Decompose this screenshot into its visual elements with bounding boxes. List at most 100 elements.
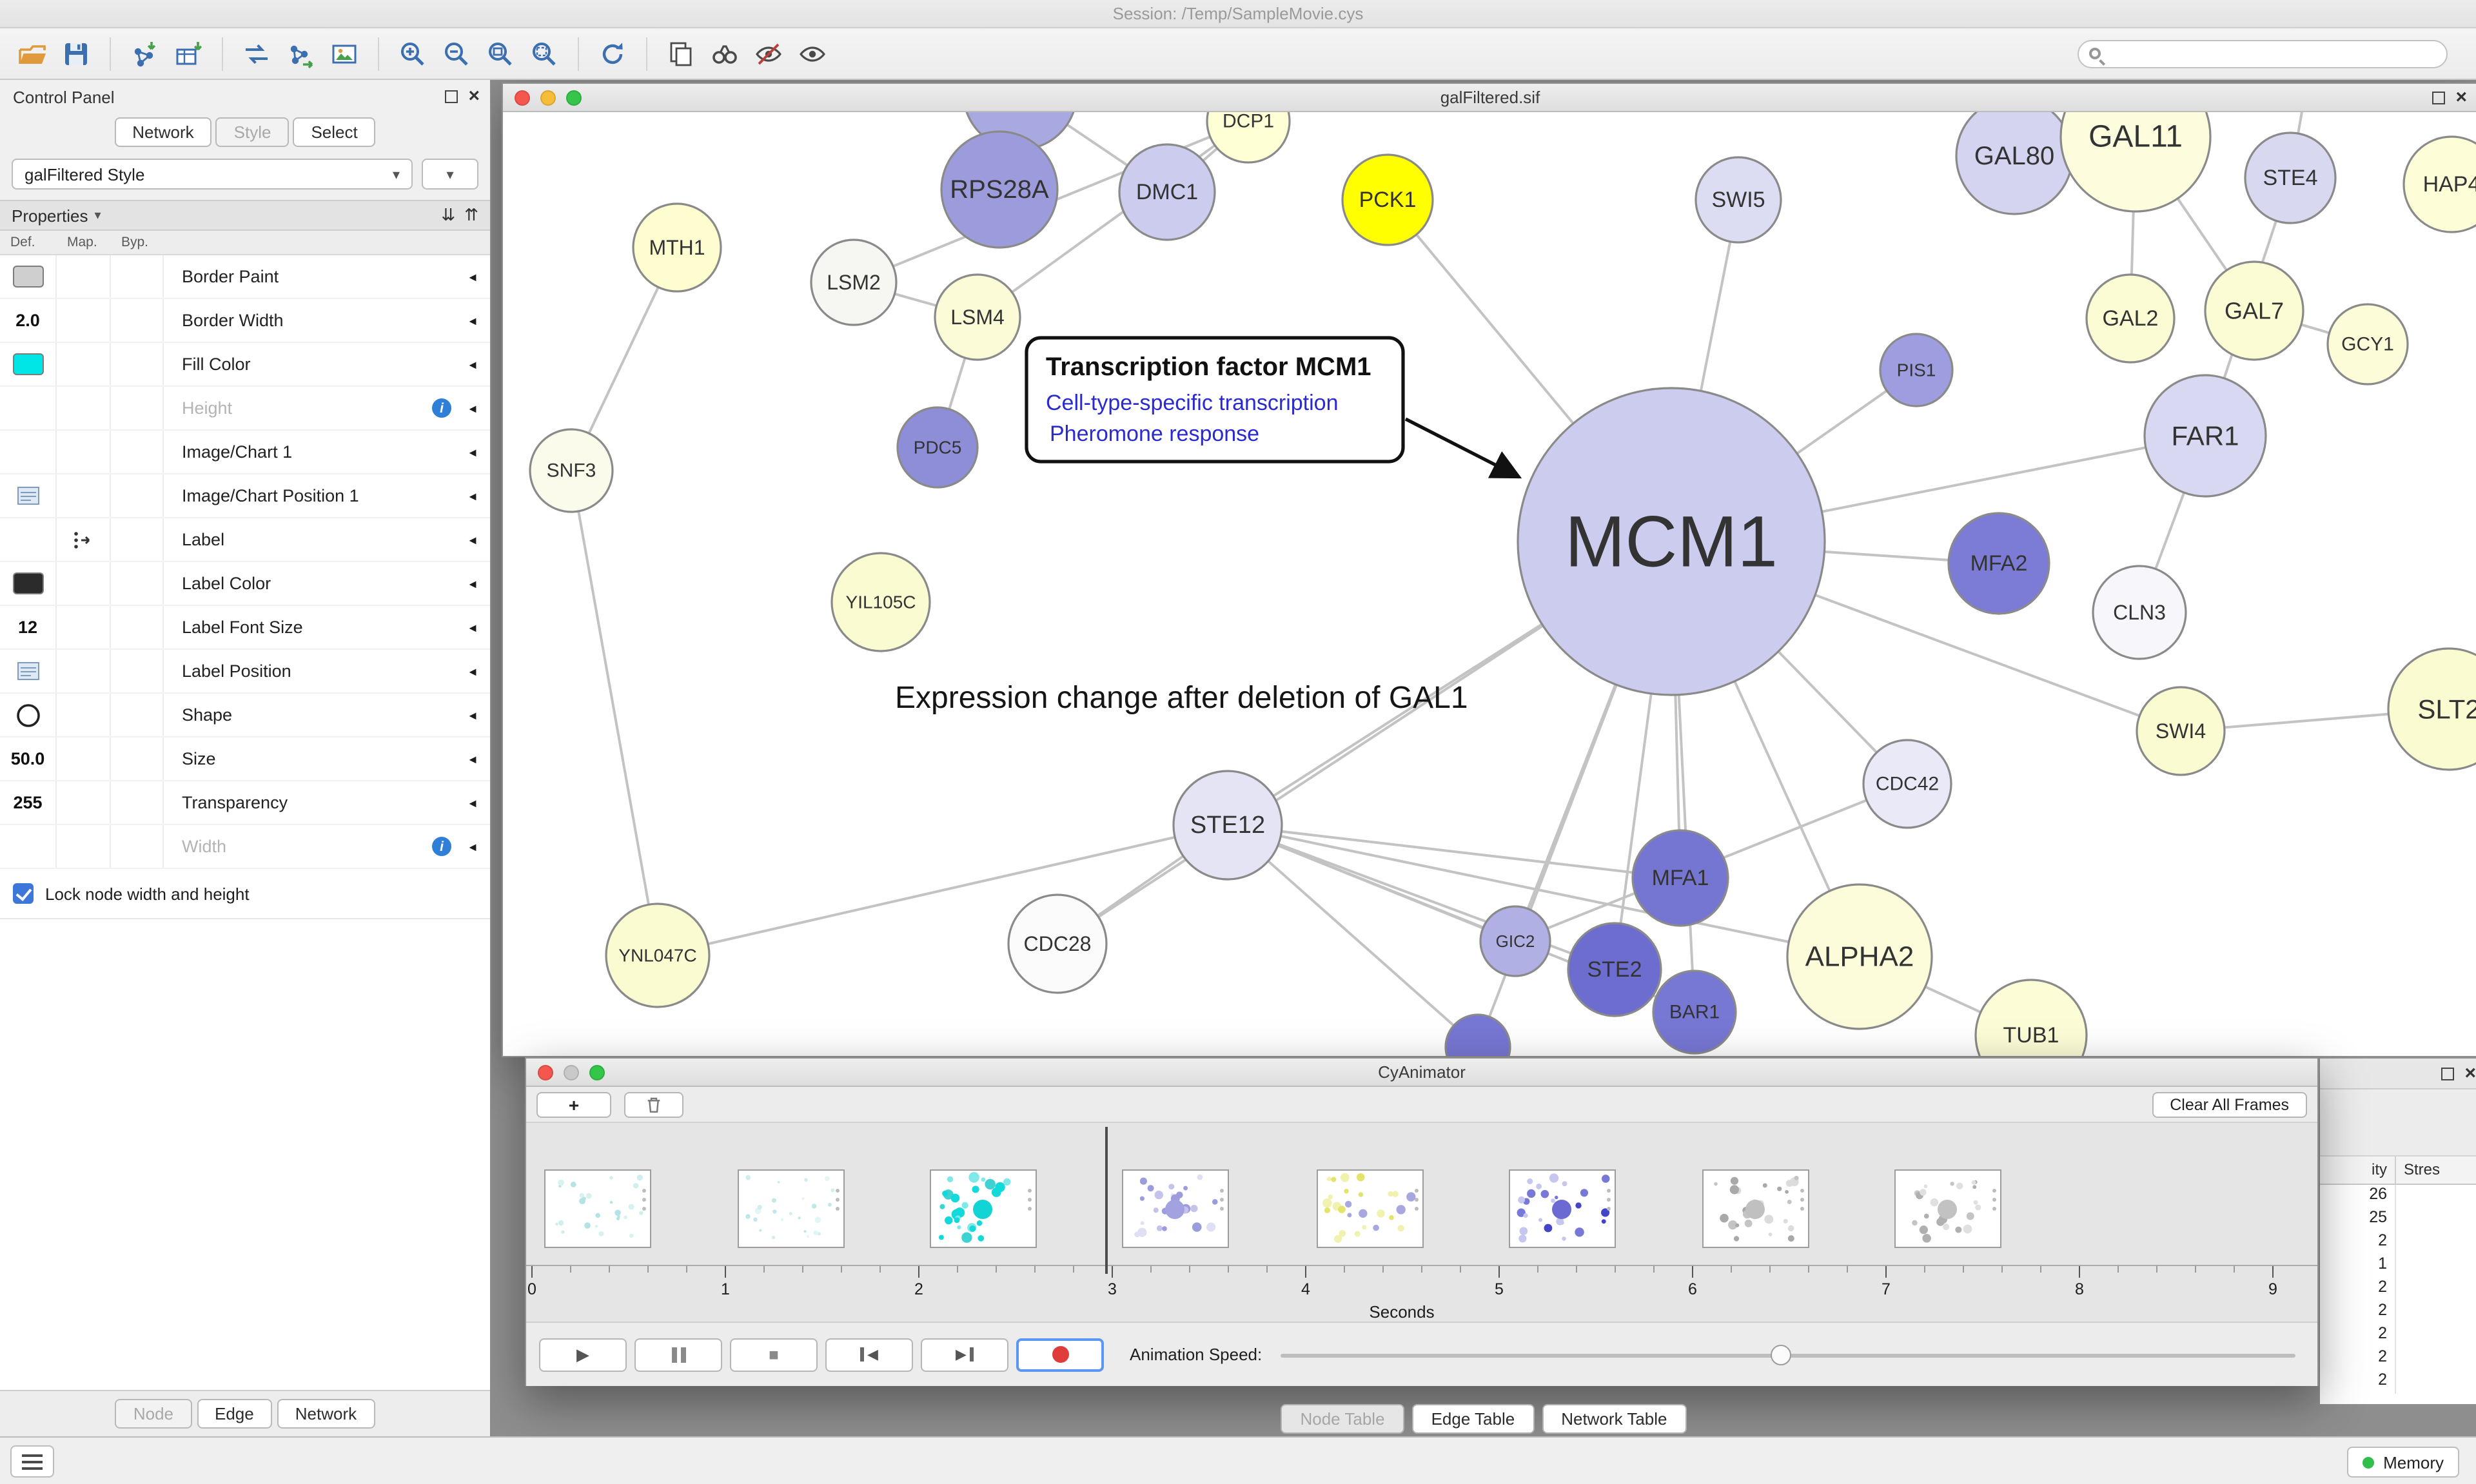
expand-row-icon[interactable]: ◄ [467,665,478,678]
panel-tab-network[interactable]: Network [277,1399,375,1429]
global-search-field[interactable] [2078,39,2448,68]
add-frame-button[interactable]: + [536,1091,611,1117]
table-row[interactable]: 2 [2320,1278,2476,1301]
table-row[interactable]: 2 [2320,1231,2476,1255]
default-value-cell[interactable] [0,694,57,736]
mapping-value-cell[interactable] [57,562,111,605]
frame-thumbnail-7[interactable] [1702,1169,1809,1248]
close-frame-icon[interactable]: × [2455,86,2467,108]
network-node-GAL2[interactable] [2085,273,2176,364]
default-value-cell[interactable]: 50.0 [0,737,57,780]
network-node-LSM4[interactable] [934,273,1021,361]
annotation-link[interactable]: Cell-type-specific transcription [1046,391,1339,415]
close-table-panel-icon[interactable]: × [2464,1062,2476,1084]
canvas-caption-annotation[interactable]: Expression change after deletion of GAL1 [895,681,1468,715]
float-window-icon[interactable] [2432,91,2446,104]
network-node-YIL105C[interactable] [830,552,931,652]
zoom-window-icon[interactable] [566,90,582,106]
frame-drag-handle[interactable] [1992,1189,1998,1211]
lock-size-row[interactable]: Lock node width and height [0,869,490,919]
memory-button[interactable]: Memory [2347,1447,2459,1478]
color-swatch[interactable] [12,266,43,288]
frame-drag-handle[interactable] [1607,1189,1612,1211]
panel-tab-node[interactable]: Node [115,1399,192,1429]
table-row[interactable]: 26 [2320,1185,2476,1208]
zoom-selected-icon[interactable] [522,34,566,73]
default-value-cell[interactable] [0,255,57,298]
network-node-RPS28A[interactable] [940,130,1059,249]
table-row[interactable]: 2 [2320,1371,2476,1394]
collapse-all-icon[interactable]: ⇈ [464,205,478,224]
network-node-GAL11[interactable] [2059,112,2212,213]
expand-row-icon[interactable]: ◄ [467,840,478,853]
network-node-MTH1[interactable] [632,202,722,293]
bypass-value-cell[interactable] [111,825,164,868]
network-node-LSM2[interactable] [810,239,898,326]
minimize-window-icon[interactable] [540,90,556,106]
table-header-row[interactable]: ity Stres [2320,1157,2476,1185]
annotation-link[interactable]: Pheromone response [1050,422,1259,446]
property-row-label-color[interactable]: Label Color◄ [0,562,490,606]
frame-drag-handle[interactable] [1220,1189,1225,1211]
expand-row-icon[interactable]: ◄ [467,445,478,458]
default-value-cell[interactable] [0,518,57,561]
import-table-icon[interactable] [166,34,210,73]
network-node-BAR1[interactable] [1652,970,1737,1055]
expand-row-icon[interactable]: ◄ [467,621,478,634]
close-panel-icon[interactable]: × [468,85,480,107]
copy-clipboard-icon[interactable] [659,34,703,73]
network-node-PIS1[interactable] [1879,333,1954,407]
play-button[interactable]: ▶ [539,1338,627,1371]
default-value-cell[interactable]: 2.0 [0,299,57,342]
frame-thumbnail-8[interactable] [1894,1169,2001,1248]
network-node-CDC28[interactable] [1007,893,1108,994]
bypass-value-cell[interactable] [111,474,164,517]
network-node-HAP4[interactable] [2402,135,2476,233]
zoom-fit-icon[interactable] [478,34,522,73]
float-panel-icon[interactable] [445,90,458,103]
annotation-box[interactable] [1025,336,1405,464]
skip-start-button[interactable]: ◀ [825,1338,913,1371]
network-node-CLN3[interactable] [2092,565,2187,660]
zoom-in-icon[interactable] [391,34,435,73]
panel-tab-edge[interactable]: Edge [197,1399,272,1429]
property-row-shape[interactable]: Shape◄ [0,694,490,737]
default-value-cell[interactable] [0,562,57,605]
default-value-cell[interactable]: 255 [0,781,57,824]
bypass-value-cell[interactable] [111,431,164,473]
frame-thumbnail-5[interactable] [1317,1169,1424,1248]
bypass-value-cell[interactable] [111,606,164,649]
network-node-TUB1[interactable] [1974,979,2088,1056]
expand-row-icon[interactable]: ◄ [467,708,478,721]
network-node-GIC2[interactable] [1479,905,1551,977]
expand-row-icon[interactable]: ◄ [467,577,478,590]
frame-thumbnail-2[interactable] [738,1169,845,1248]
default-value-cell[interactable] [0,474,57,517]
network-node-MFA2[interactable] [1947,512,2050,615]
default-value-cell[interactable] [0,387,57,429]
export-image-icon[interactable] [322,34,366,73]
lock-size-checkbox[interactable] [13,883,34,904]
info-icon[interactable]: i [432,398,451,418]
network-node-STE4[interactable] [2244,132,2337,224]
network-node-CDC42[interactable] [1862,739,1952,829]
close-window-icon[interactable] [515,90,530,106]
mapping-value-cell[interactable] [57,518,111,561]
default-value-cell[interactable] [0,650,57,692]
default-value-cell[interactable]: 12 [0,606,57,649]
network-arrows-icon[interactable] [235,34,279,73]
color-swatch[interactable] [12,572,43,594]
bypass-value-cell[interactable] [111,518,164,561]
bypass-value-cell[interactable] [111,737,164,780]
table-row[interactable]: 2 [2320,1301,2476,1324]
expand-row-icon[interactable]: ◄ [467,533,478,546]
property-row-image-chart-position-1[interactable]: Image/Chart Position 1◄ [0,474,490,518]
record-button[interactable] [1016,1338,1104,1371]
